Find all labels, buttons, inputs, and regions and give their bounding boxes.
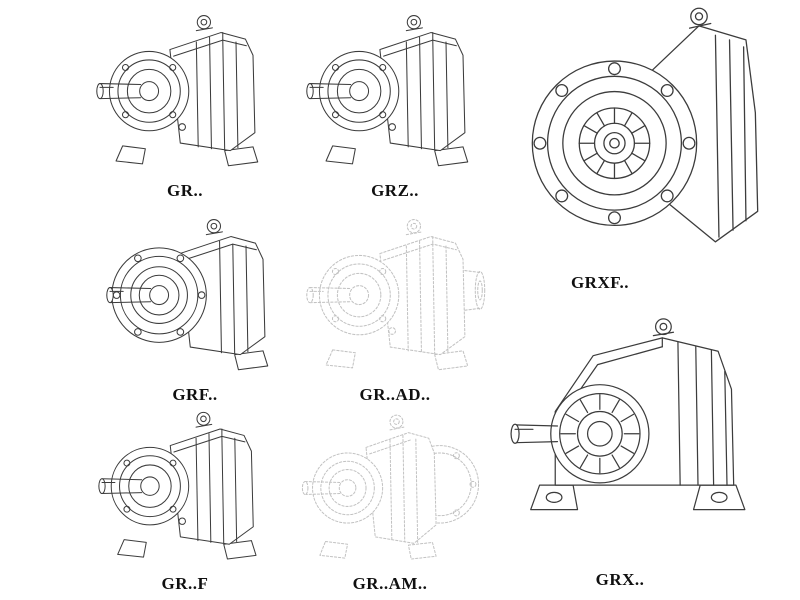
gear-unit-drawing-gr-am [290, 405, 490, 571]
gear-unit-drawing-grz [295, 8, 495, 178]
figure-grxf: GRXF.. [495, 0, 795, 296]
figure-gr-am: GR..AM.. [290, 405, 490, 597]
gear-unit-drawing-gr-ad [295, 212, 486, 382]
gear-unit-drawing-grx [495, 305, 785, 567]
figure-label-grf: GRF.. [172, 385, 218, 404]
figure-grf: GRF.. [95, 212, 295, 408]
figure-label-grxf: GRXF.. [570, 273, 630, 292]
figure-label-gr-ad: GR..AD.. [359, 385, 431, 404]
figure-gr-f: GR..F [85, 405, 285, 597]
figure-gr-ad: GR..AD.. [295, 212, 495, 408]
gear-unit-drawing-grf [95, 212, 295, 382]
figure-label-gr-am: GR..AM.. [352, 574, 428, 593]
gear-unit-drawing-grxf [495, 0, 795, 270]
figure-label-gr-f: GR..F [161, 574, 209, 593]
gear-unit-drawing-gr-f [85, 405, 285, 571]
figure-label-grx: GRX.. [595, 570, 645, 589]
input-adapter-stub [464, 270, 486, 311]
gear-unit-drawing-gr [85, 8, 285, 178]
figure-label-gr: GR.. [167, 181, 203, 200]
figure-gr: GR.. [85, 8, 285, 204]
figure-label-grz: GRZ.. [371, 181, 419, 200]
figure-grx: GRX.. [495, 305, 785, 593]
figure-grz: GRZ.. [295, 8, 495, 204]
